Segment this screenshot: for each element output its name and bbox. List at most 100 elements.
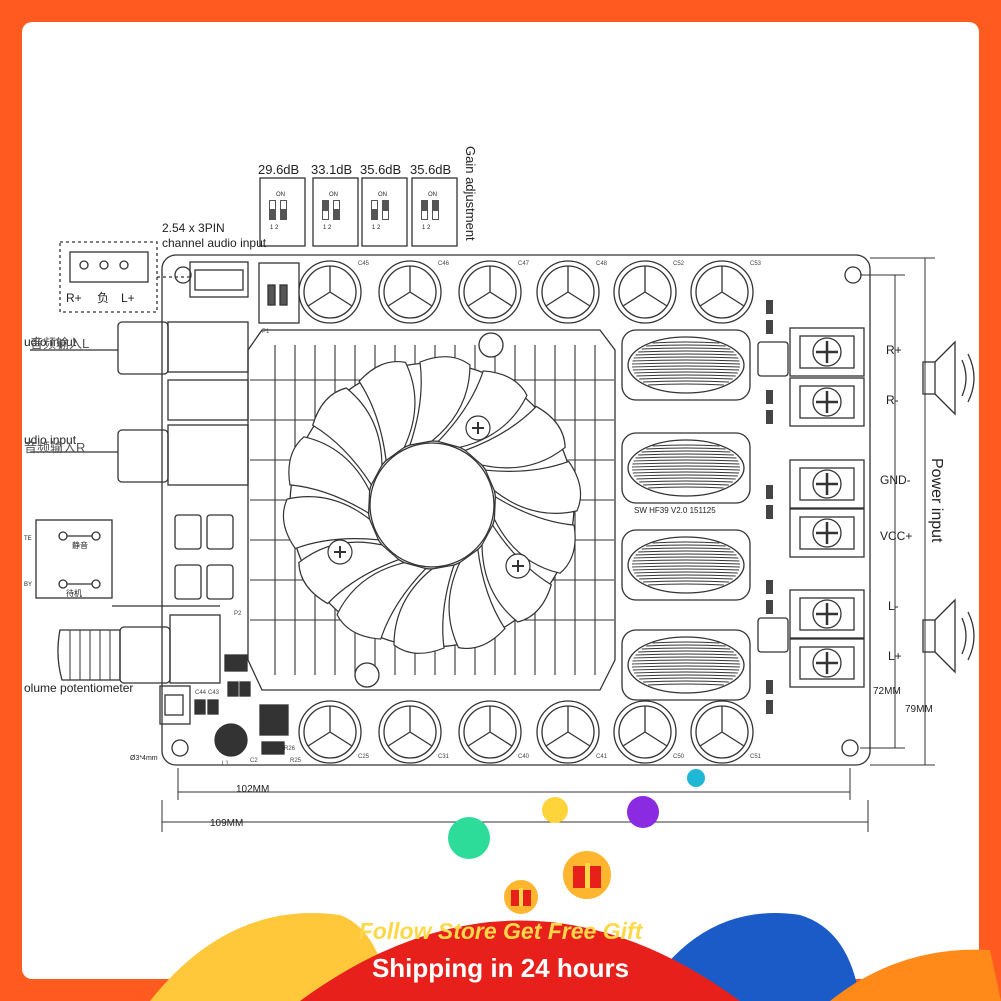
capacitor	[690, 260, 754, 324]
terminal-vcc: VCC+	[880, 529, 912, 543]
gain-setting-4: 35.6dB	[410, 162, 451, 177]
promo-follow-store[interactable]: Follow Store Get Free Gift	[358, 918, 643, 944]
capacitor-label: C51	[750, 754, 762, 760]
hole-size-label: Ø3*4mm	[130, 755, 158, 762]
terminal-l-plus: L+	[888, 649, 902, 663]
gain-setting-1: 29.6dB	[258, 162, 299, 177]
speaker-icon-right	[922, 340, 975, 416]
fan-blade	[464, 405, 566, 469]
amplifier-board-drawing	[30, 177, 975, 832]
board-label-c43: C43	[208, 690, 220, 696]
standby-en-label: BY	[24, 582, 32, 588]
standby-cn-label: 待机	[66, 588, 82, 598]
screw-terminal[interactable]	[789, 589, 865, 639]
capacitor-label: C31	[438, 754, 450, 760]
switch-pins-label: 1 2	[422, 225, 431, 231]
board-label-r25: R25	[290, 758, 302, 764]
promo-banner	[150, 849, 1001, 1001]
capacitor-label: C48	[596, 261, 608, 267]
capacitor-label: C40	[518, 754, 530, 760]
capacitor	[690, 700, 754, 764]
capacitor-label: C50	[673, 754, 685, 760]
gain-setting-3: 35.6dB	[360, 162, 401, 177]
audio-input-l-label: udio input	[24, 335, 77, 349]
dimension-width-inner: 102MM	[236, 784, 269, 795]
capacitor	[298, 260, 362, 324]
fan-blade	[336, 562, 427, 640]
capacitor	[378, 700, 442, 764]
audio-input-r-cn: 音频输入R	[24, 440, 85, 455]
inductor-coil	[621, 629, 751, 701]
capacitor	[536, 700, 600, 764]
fan-blade	[282, 496, 380, 550]
switch-pins-label: 1 2	[323, 225, 332, 231]
screw-terminal[interactable]	[789, 377, 865, 427]
potentiometer-label: olume potentiometer	[24, 681, 133, 695]
promo-shipping: Shipping in 24 hours	[371, 953, 630, 983]
mute-en-label: TE	[24, 536, 32, 542]
fan-blade	[484, 460, 582, 514]
inductor-coil	[621, 529, 751, 601]
board-label-c2: C2	[250, 758, 258, 764]
board-outline	[161, 254, 871, 766]
fan-blade	[437, 370, 528, 448]
terminal-r-plus: R+	[886, 343, 902, 357]
gain-switch-boxes	[259, 177, 458, 247]
inductor-coil	[621, 329, 751, 401]
gift-icon	[561, 849, 613, 901]
gain-setting-2: 33.1dB	[311, 162, 352, 177]
audio-input-r-label: udio input	[24, 433, 77, 447]
mute-cn-label: 静音	[72, 540, 88, 550]
board-label-p1: P1	[262, 329, 270, 335]
inductor-coil	[621, 432, 751, 504]
dimension-height-inner: 72MM	[873, 686, 901, 697]
capacitor	[536, 260, 600, 324]
audio-input-l-cn: 音频输入L	[30, 336, 89, 351]
capacitor	[613, 700, 677, 764]
board-label-p2: P2	[234, 611, 242, 617]
switch-on-label: ON	[276, 192, 285, 198]
dimension-height-outer: 79MM	[905, 704, 933, 715]
inductors	[621, 329, 751, 701]
capacitor-label: C52	[673, 261, 685, 267]
decor-dot-yellow	[542, 797, 568, 823]
switch-pins-label: 1 2	[270, 225, 279, 231]
screw-terminal[interactable]	[789, 459, 865, 509]
board-label-c44: C44	[195, 690, 207, 696]
capacitor-label: C45	[358, 261, 370, 267]
fan-hub	[369, 442, 495, 568]
connector-pin-l-plus: L+	[121, 291, 135, 305]
fan-blade	[288, 436, 371, 515]
capacitor	[378, 260, 442, 324]
terminal-r-minus: R-	[886, 393, 899, 407]
fan-blade	[358, 361, 416, 462]
fan-blade	[448, 548, 506, 649]
fan-blade	[312, 387, 383, 486]
screw-terminal[interactable]	[789, 508, 865, 558]
capacitor-label: C53	[750, 261, 762, 267]
gain-adjustment-title: Gain adjustment	[463, 146, 478, 241]
decor-dot-purple	[627, 796, 659, 828]
speaker-icon-left	[922, 598, 975, 674]
screw-terminal[interactable]	[789, 638, 865, 688]
board-label-l1: L1	[222, 761, 229, 767]
switch-on-label: ON	[329, 192, 338, 198]
terminal-gnd: GND-	[880, 473, 911, 487]
dimension-width-outer: 109MM	[210, 818, 243, 829]
decor-dot-cyan	[687, 769, 705, 787]
capacitor	[298, 700, 362, 764]
board-silkscreen: SW HF39 V2.0 151125	[634, 506, 716, 515]
switch-pins-label: 1 2	[372, 225, 381, 231]
power-input-label: Power input	[928, 458, 945, 543]
capacitor	[458, 700, 522, 764]
connector-pin-r-plus: R+	[66, 291, 82, 305]
terminal-blocks	[789, 327, 865, 688]
screw-terminal[interactable]	[789, 327, 865, 377]
terminal-l-minus: L-	[888, 599, 899, 613]
fan-blade	[393, 564, 455, 654]
board-label-r26: R26	[284, 746, 296, 752]
switch-on-label: ON	[378, 192, 387, 198]
connector-pin-negative: 负	[97, 291, 109, 305]
connector-label-line2: channel audio input	[162, 236, 267, 250]
